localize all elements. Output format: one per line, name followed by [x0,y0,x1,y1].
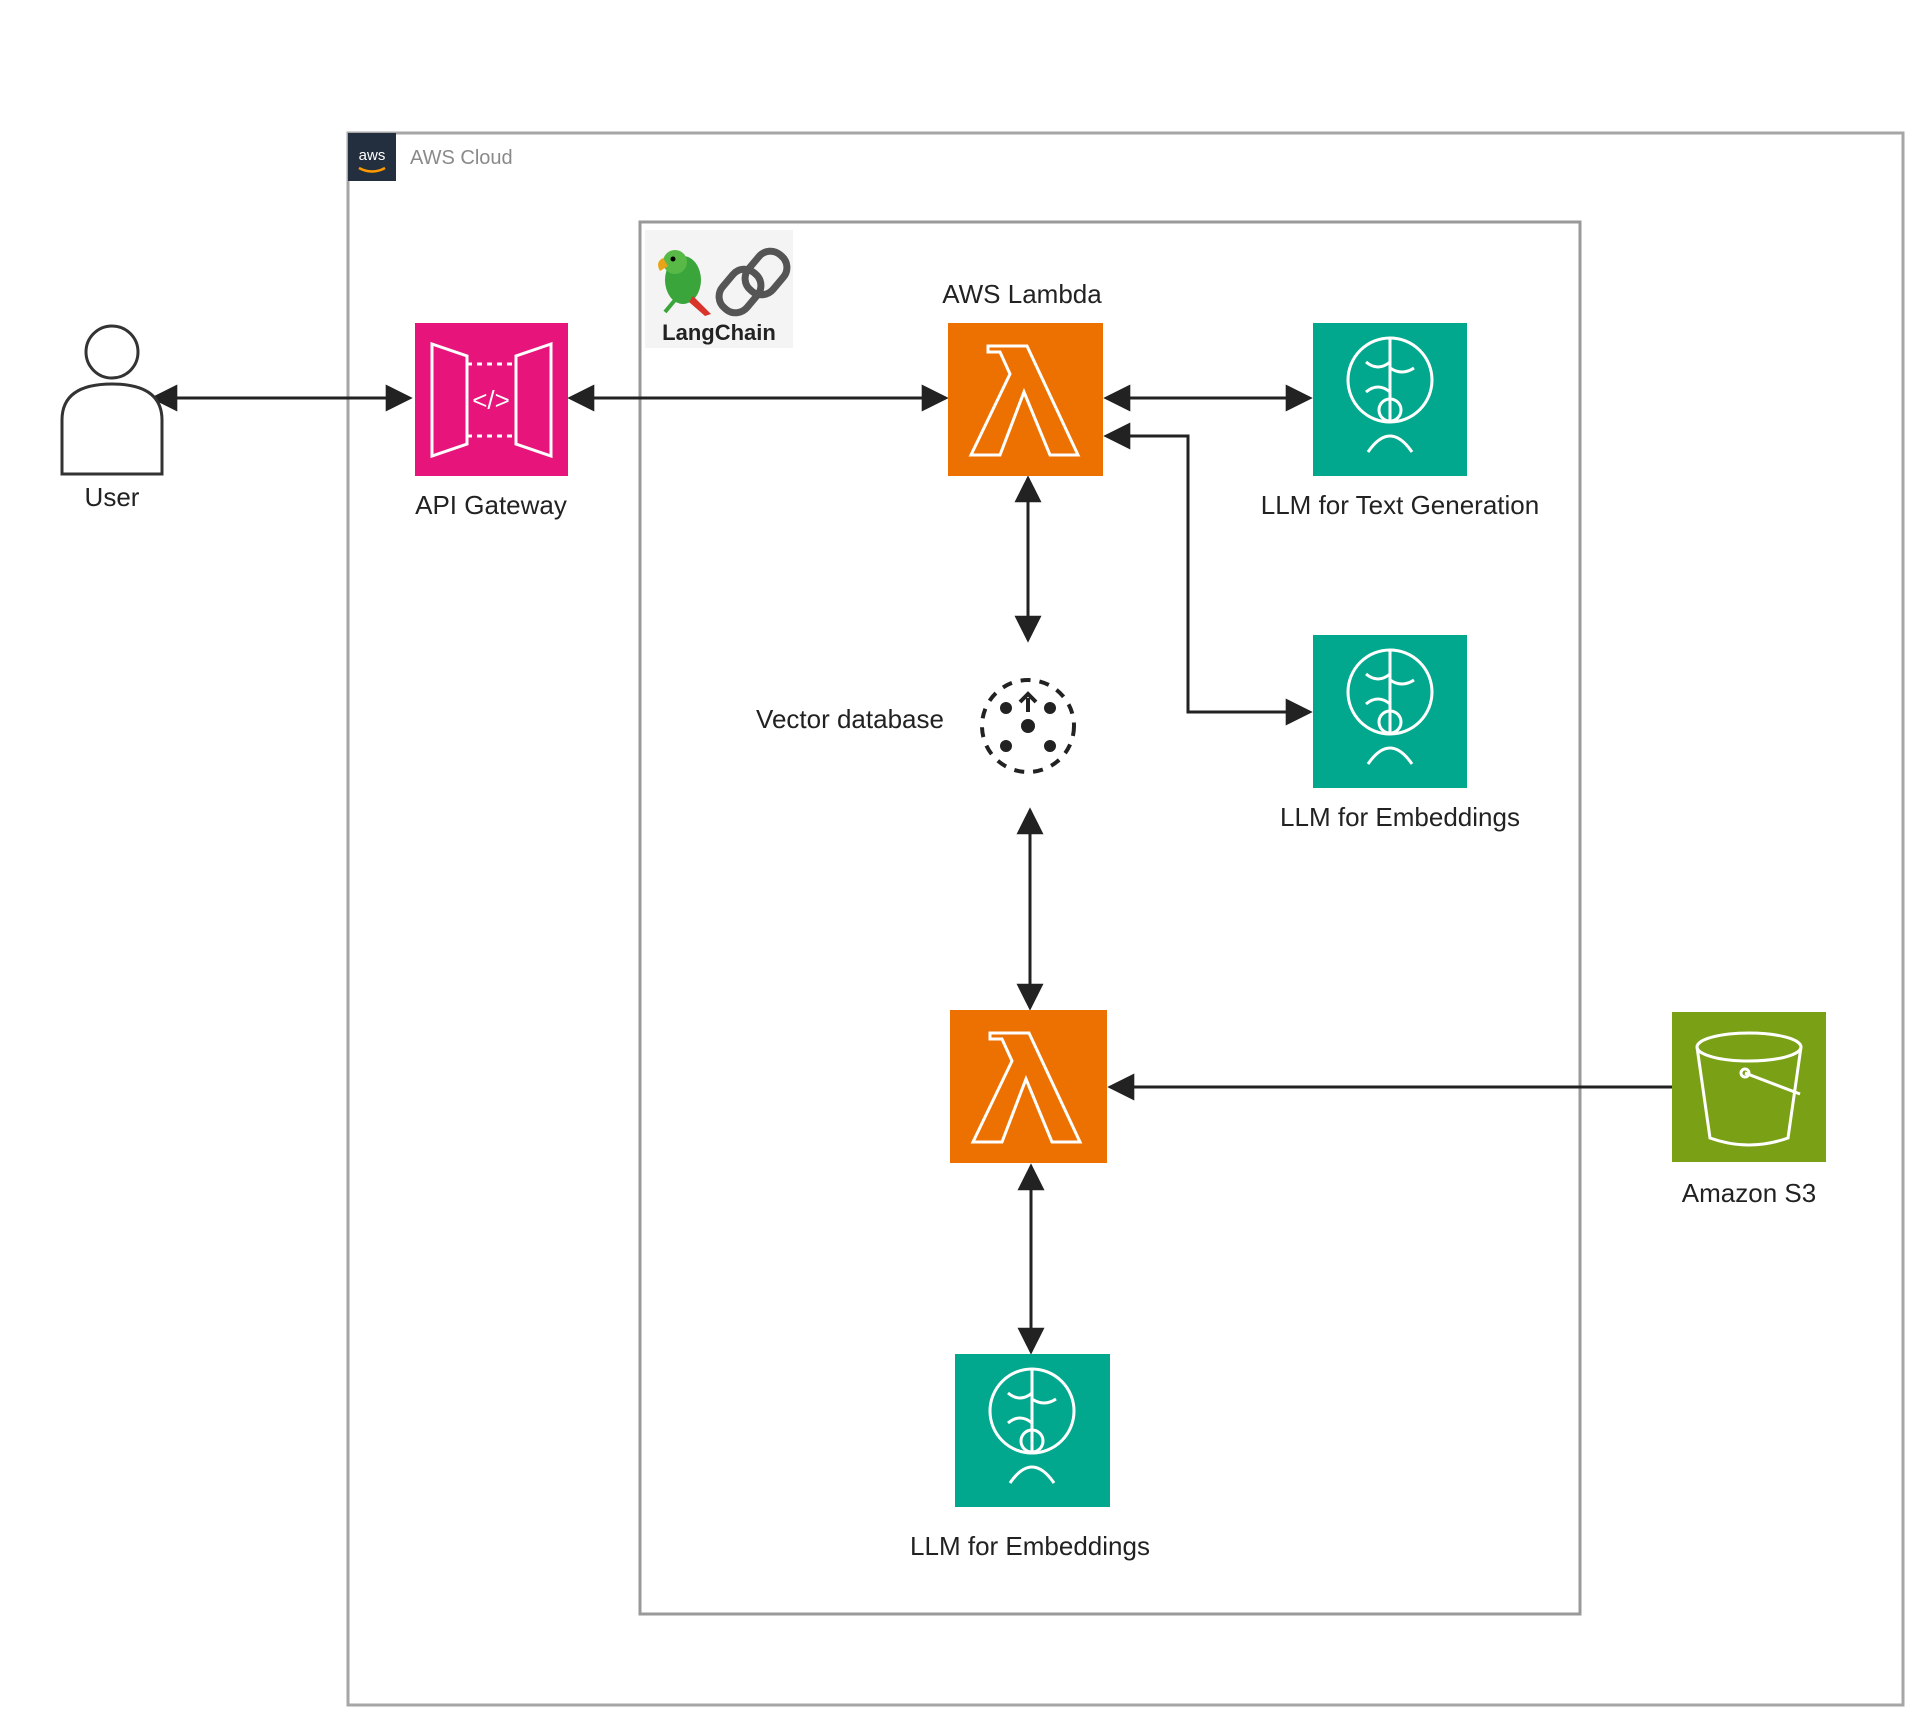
lambda-icon [970,1031,1083,1144]
lambda-ingest-node[interactable] [950,1010,1107,1163]
brain-gear-user-icon [1346,336,1434,453]
langchain-group: LangChain [638,220,1582,1616]
vector-db-label: Vector database [756,704,944,734]
aws-cloud-label: AWS Cloud [410,147,513,169]
llm-text-label: LLM for Text Generation [1261,490,1539,520]
langchain-label: LangChain [662,320,776,345]
s3-node[interactable]: Amazon S3 [1672,1012,1826,1208]
brain-gear-user-icon [1346,648,1434,765]
lambda-query-node[interactable]: AWS Lambda [942,279,1103,476]
llm-embed-top-node[interactable]: LLM for Embeddings [1280,635,1520,832]
llm-text-node[interactable]: LLM for Text Generation [1261,323,1539,520]
parrot-icon [658,250,711,316]
lambda-embedllm-connector [1103,422,1313,726]
user-label: User [85,482,140,512]
api-gateway-label: API Gateway [415,490,567,520]
s3-label: Amazon S3 [1682,1178,1816,1208]
aws-logo-icon [348,133,396,181]
bucket-icon [1695,1031,1803,1147]
brain-gear-user-icon [988,1367,1076,1484]
llm-embed-bottom-label: LLM for Embeddings [910,1531,1150,1561]
api-gateway-code-glyph: </> [472,385,510,415]
chain-link-icon [715,247,791,317]
lambda-icon [968,344,1081,457]
user-node: User [60,324,164,512]
api-gateway-icon [430,341,553,459]
connectors [150,384,1676,1355]
vector-db-node[interactable]: Vector database [756,678,1076,774]
aws-cloud-group: aws AWS Cloud [346,131,1905,1707]
vector-database-icon [980,678,1076,774]
lambda-query-label: AWS Lambda [942,279,1102,309]
llm-embed-bottom-node[interactable]: LLM for Embeddings [910,1354,1150,1561]
user-icon [60,324,164,476]
llm-embed-top-label: LLM for Embeddings [1280,802,1520,832]
api-gateway-node[interactable]: </> API Gateway [415,323,568,520]
aws-logo-text: aws [359,147,386,164]
